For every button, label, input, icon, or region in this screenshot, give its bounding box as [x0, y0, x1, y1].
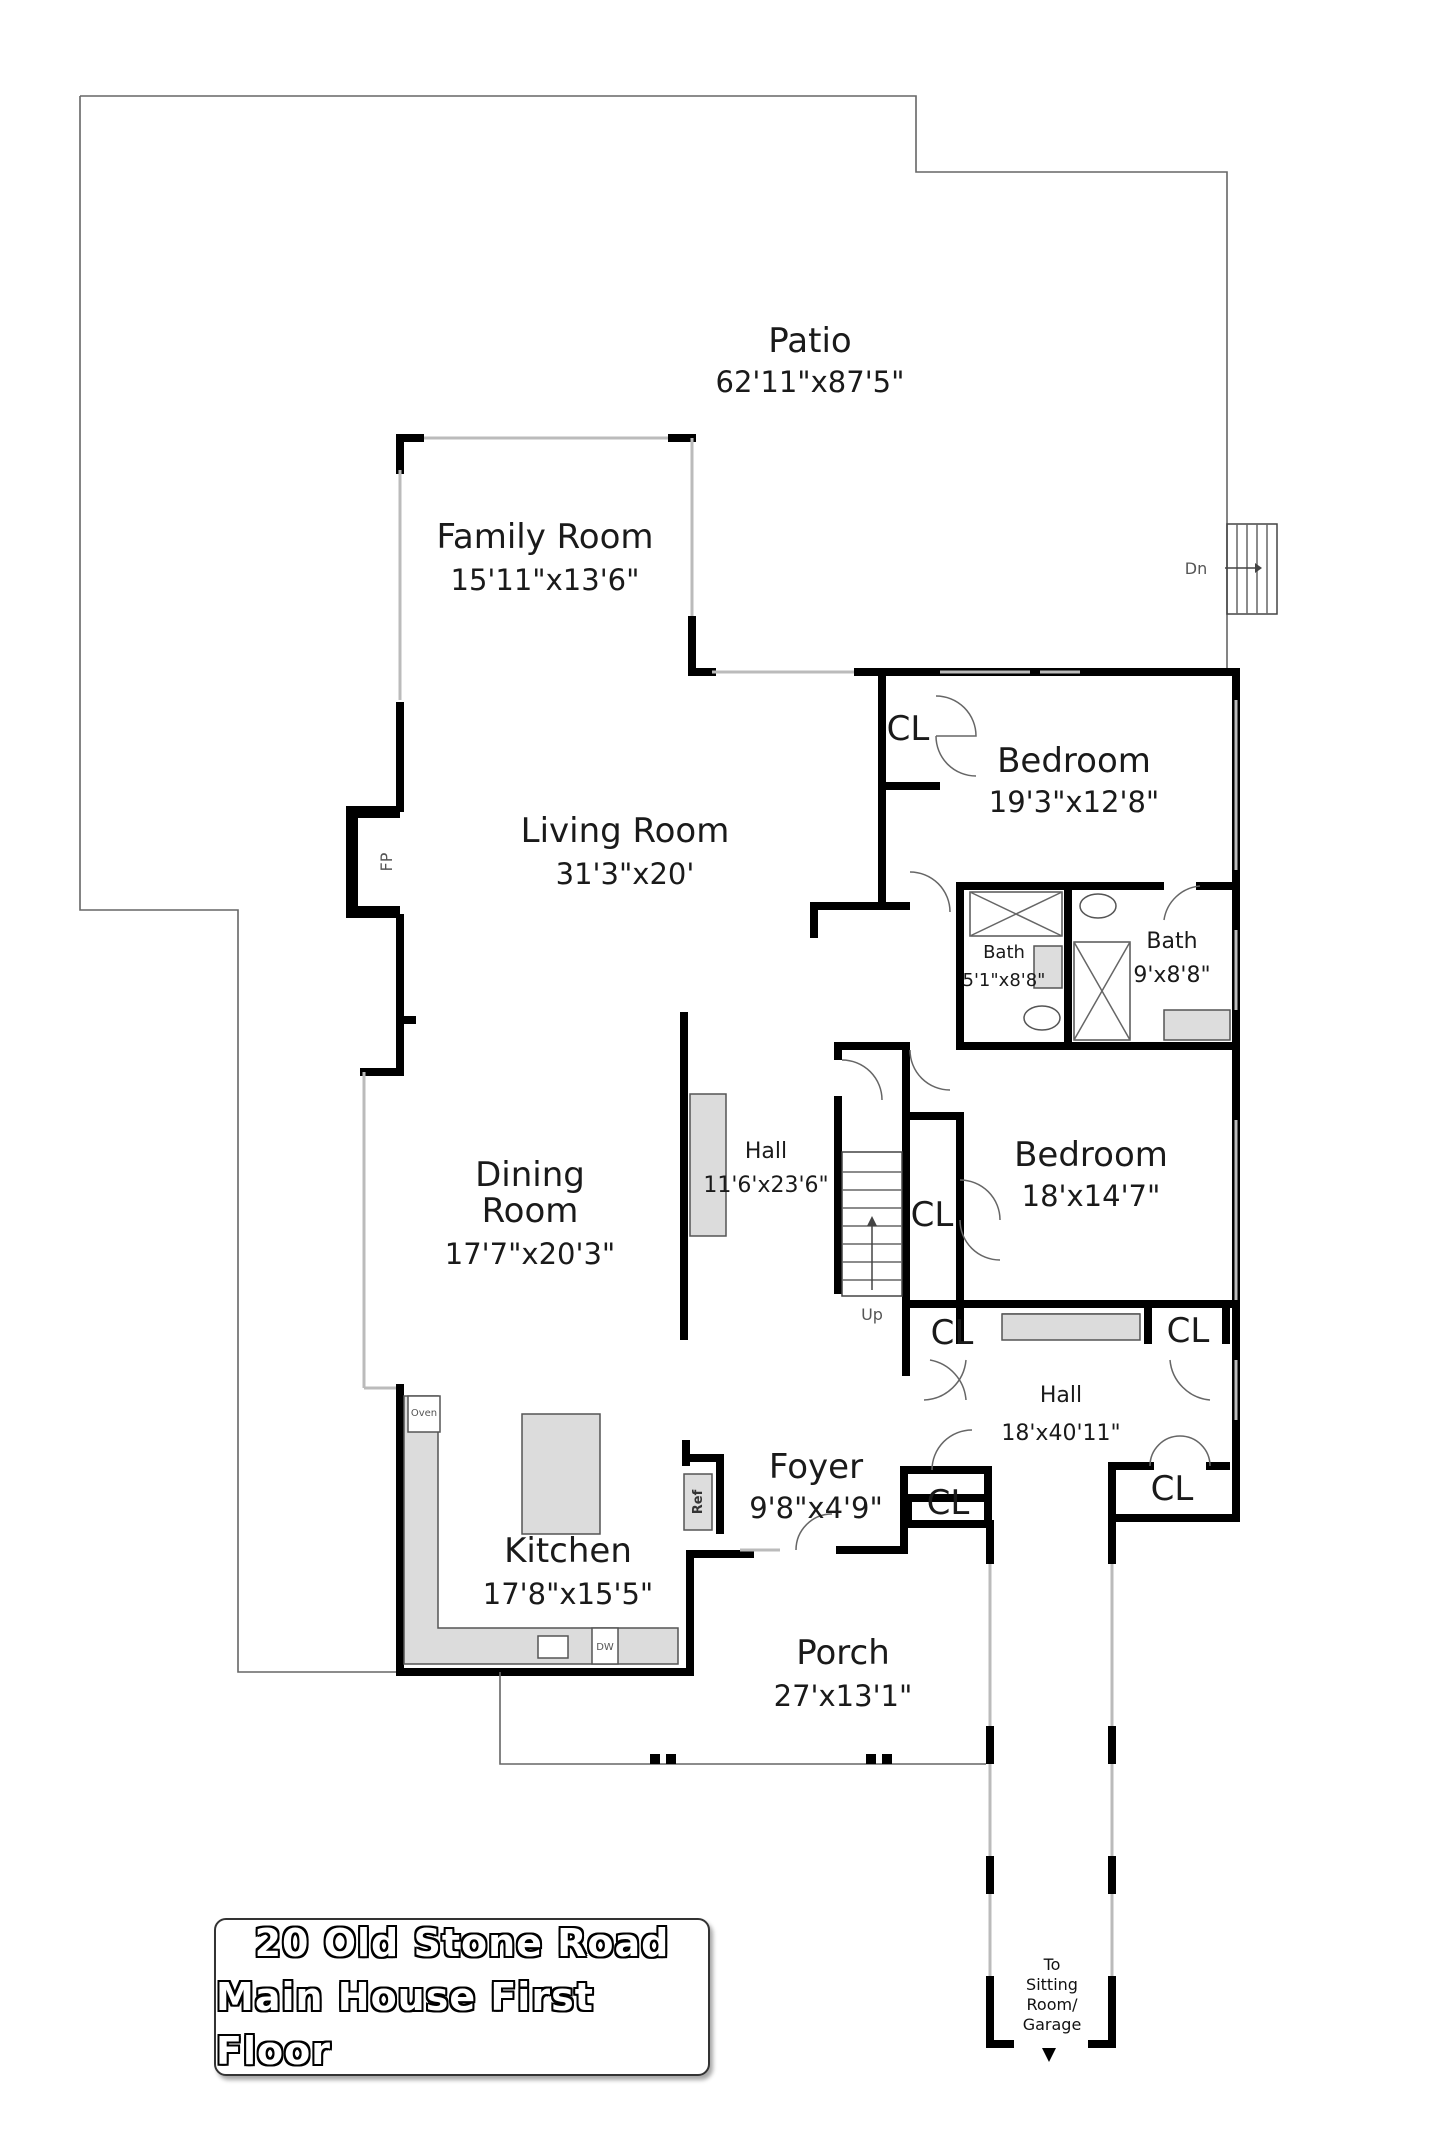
- closet-label-6: CL: [1151, 1469, 1194, 1509]
- oven: [407, 1395, 441, 1433]
- closet-label-1: CL: [887, 709, 930, 749]
- toilet: [1023, 1005, 1061, 1031]
- family-room-dims: 15'11"x13'6": [451, 563, 640, 597]
- family-room-name: Family Room: [436, 517, 653, 557]
- vanity: [1163, 1009, 1231, 1041]
- stairs-down-label: Dn: [1185, 559, 1207, 578]
- foyer-dims: 9'8"x4'9": [749, 1491, 883, 1525]
- living-room-dims: 31'3"x20': [556, 857, 695, 891]
- closet-label-4: CL: [1167, 1311, 1210, 1351]
- refrigerator-label: Ref: [691, 1489, 706, 1514]
- plan-title-address: 20 Old Stone Road: [254, 1921, 670, 1965]
- bath-large-name: Bath: [1146, 929, 1197, 954]
- east-wing-walls: [810, 668, 1240, 1522]
- hall-built-in: [689, 1093, 727, 1237]
- bath-large-dims: 9'x8'8": [1133, 963, 1210, 988]
- refrigerator: [683, 1473, 713, 1531]
- plan-title-floor: Main House First Floor: [216, 1975, 594, 2073]
- kitchen-name: Kitchen: [504, 1531, 632, 1571]
- patio-dims: 62'11"x87'5": [716, 365, 905, 399]
- breezeway-walls: [986, 1516, 1116, 2062]
- closet-label-3: CL: [931, 1313, 974, 1353]
- porch-outline: [499, 1672, 986, 1765]
- hall-center-dims: 11'6'x23'6": [703, 1173, 828, 1198]
- dining-room-name-2: Room: [482, 1191, 579, 1231]
- exit-note-1: To: [1043, 1955, 1061, 1974]
- bedroom-mid-dims: 18'x14'7": [1022, 1179, 1161, 1213]
- dining-room-dims: 17'7"x20'3": [445, 1237, 616, 1271]
- kitchen-fixtures: [396, 1395, 754, 1676]
- hall-right-name: Hall: [1040, 1383, 1082, 1408]
- bath-small-name: Bath: [983, 942, 1025, 963]
- west-wall: [346, 702, 416, 1676]
- porch-name: Porch: [796, 1633, 890, 1673]
- stairs-up-label: Up: [861, 1305, 883, 1324]
- bath-small-dims: 5'1"x8'8": [963, 970, 1046, 991]
- bedroom-top-name: Bedroom: [997, 741, 1151, 781]
- toilet-2: [1079, 893, 1117, 919]
- plan-title-box: 20 Old Stone Road Main House First Floor: [214, 1918, 710, 2076]
- hall-shelf: [1001, 1313, 1141, 1341]
- dishwasher: [591, 1627, 619, 1665]
- family-room-walls: [396, 434, 858, 700]
- kitchen-island: [521, 1413, 601, 1535]
- bedroom-mid-name: Bedroom: [1014, 1135, 1168, 1175]
- closet-label-5: CL: [927, 1483, 970, 1523]
- kitchen-dims: 17'8"x15'5": [483, 1577, 654, 1611]
- kitchen-sink: [537, 1635, 569, 1659]
- patio-name: Patio: [768, 321, 851, 361]
- exit-arrow-icon: [1042, 2048, 1056, 2062]
- exit-note-4: Garage: [1023, 2015, 1082, 2034]
- oven-label: Oven: [411, 1408, 437, 1419]
- exit-note-2: Sitting: [1026, 1975, 1078, 1994]
- bedroom-top-dims: 19'3"x12'8": [989, 785, 1160, 819]
- hall-center-name: Hall: [745, 1139, 787, 1164]
- dining-room-name-1: Dining: [475, 1155, 585, 1195]
- foyer-name: Foyer: [769, 1447, 863, 1487]
- door-swings: [795, 695, 1211, 1551]
- exit-note-3: Room/: [1027, 1995, 1079, 2014]
- bath-vanity-small: [1033, 945, 1063, 989]
- dishwasher-label: DW: [596, 1642, 614, 1653]
- staircase: [841, 1151, 903, 1297]
- patio-steps: [1225, 523, 1278, 615]
- closet-label-2: CL: [911, 1195, 954, 1235]
- fireplace-label: FP: [377, 852, 396, 871]
- living-room-name: Living Room: [521, 811, 730, 851]
- foyer-walls: [740, 1466, 992, 1554]
- porch-dims: 27'x13'1": [774, 1679, 913, 1713]
- hall-right-dims: 18'x40'11": [1001, 1421, 1120, 1446]
- patio-outline: [79, 95, 1228, 1673]
